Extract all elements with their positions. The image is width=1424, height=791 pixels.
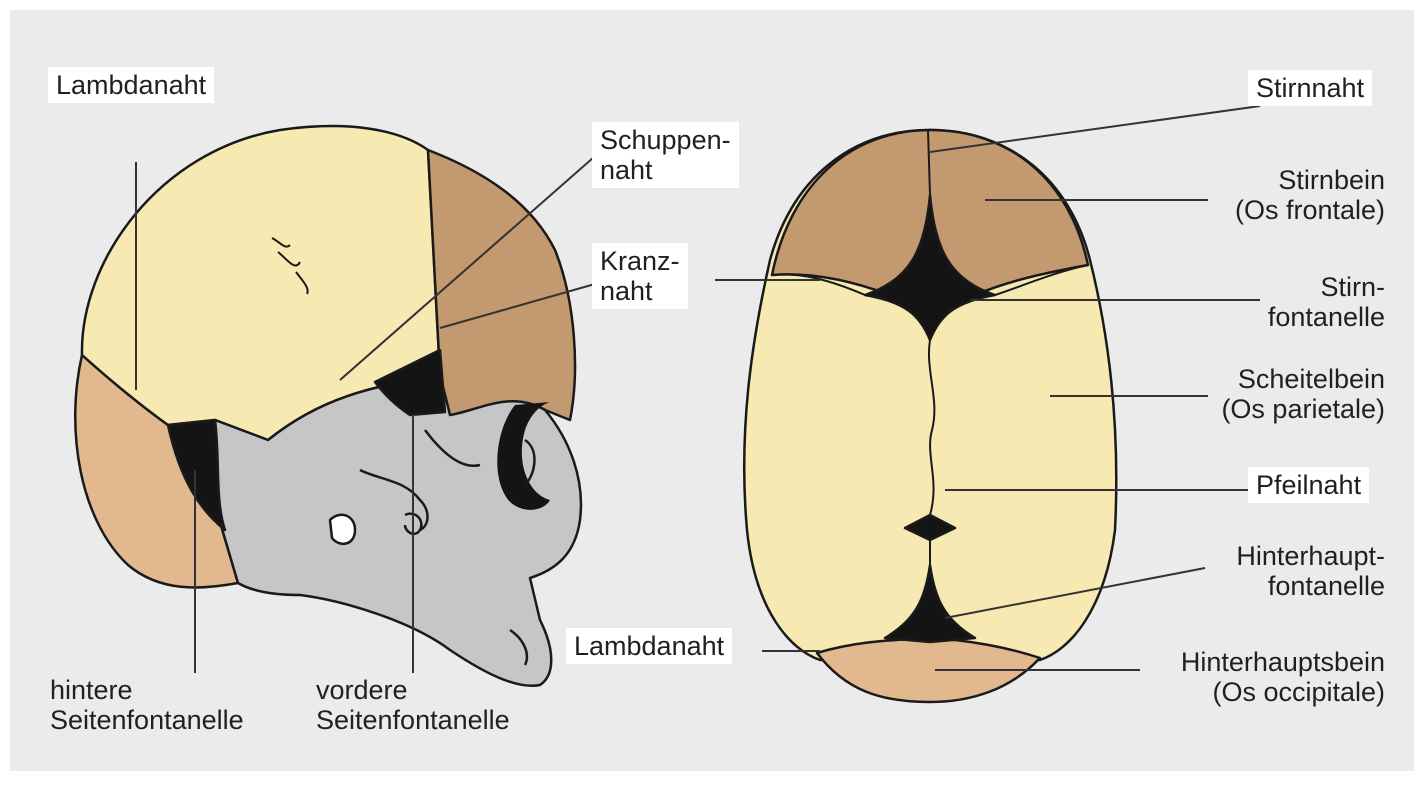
label-kranznaht: Kranz- naht xyxy=(592,243,688,309)
label-pfeilnaht: Pfeilnaht xyxy=(1248,467,1369,503)
lateral-frontal-bone xyxy=(428,150,575,428)
ear-opening xyxy=(330,515,355,544)
label-scheitelbein: Scheitelbein (Os parietale) xyxy=(1140,364,1385,424)
label-hinterhauptsbein: Hinterhauptsbein (Os occipitale) xyxy=(1110,647,1385,707)
label-stirnnaht: Stirnnaht xyxy=(1248,70,1372,106)
label-lambdanaht-lateral: Lambdanaht xyxy=(48,67,214,103)
label-lambdanaht-top: Lambdanaht xyxy=(566,628,732,664)
label-vordere-seitenfontanelle: vordere Seitenfontanelle xyxy=(316,675,510,735)
label-stirnbein: Stirnbein (Os frontale) xyxy=(1140,165,1385,225)
label-hintere-seitenfontanelle: hintere Seitenfontanelle xyxy=(50,675,244,735)
label-stirnfontanelle: Stirn- fontanelle xyxy=(1140,272,1385,332)
label-schuppennaht: Schuppen- naht xyxy=(592,122,739,188)
skull-diagram: Lambdanaht Schuppen- naht Kranz- naht hi… xyxy=(10,10,1414,771)
label-hinterhauptfontanelle: Hinterhaupt- fontanelle xyxy=(1140,541,1385,601)
